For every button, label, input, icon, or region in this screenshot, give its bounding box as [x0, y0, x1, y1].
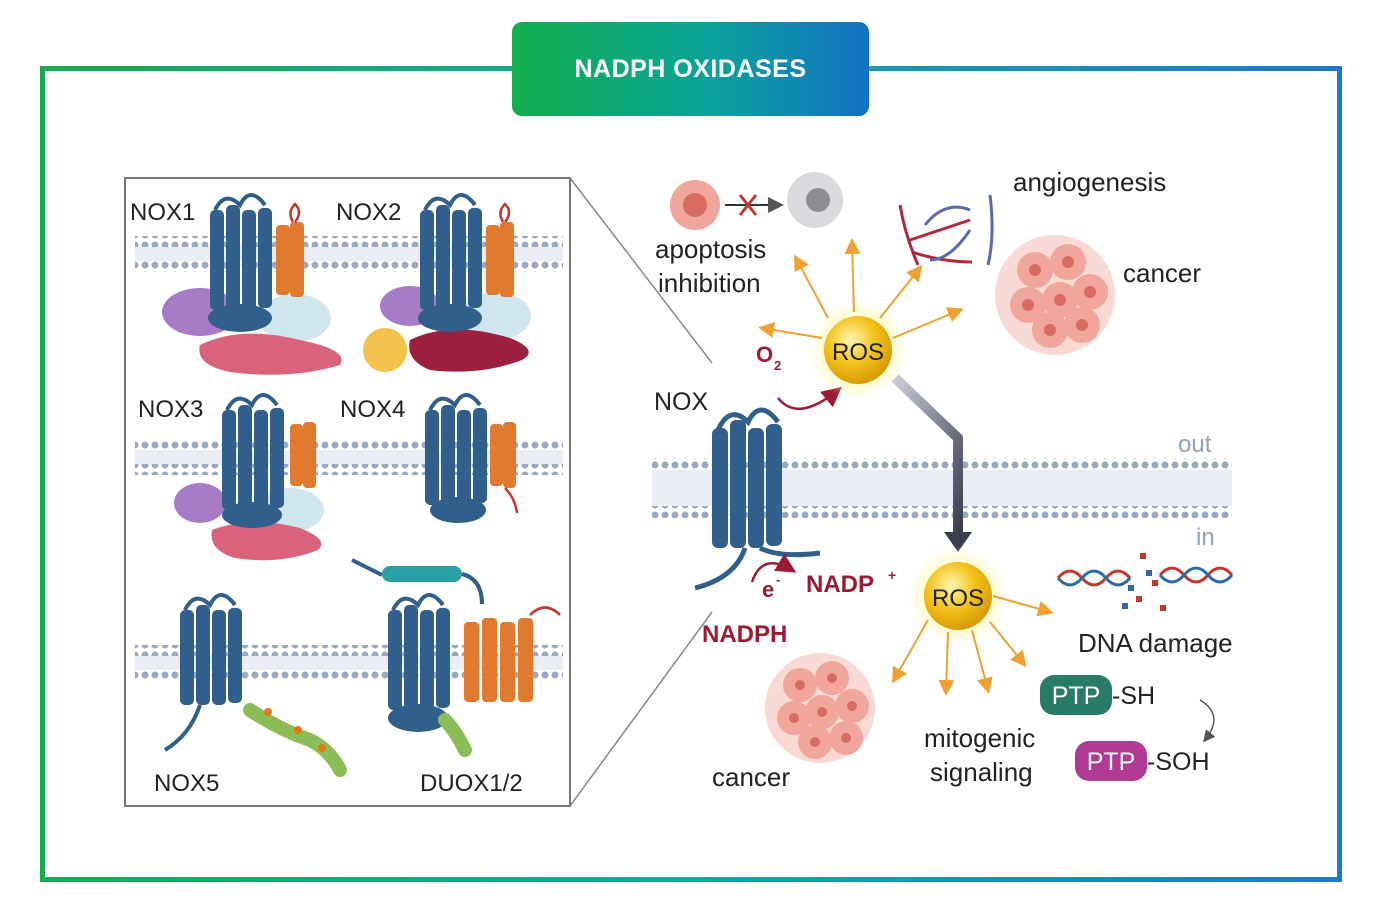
electron-label: e: [762, 577, 774, 602]
ros-top-label: ROS: [832, 339, 884, 366]
zoom-line-top: [569, 177, 713, 364]
duox-complex: [351, 558, 561, 757]
nadp-superscript: +: [888, 567, 896, 583]
ptp-oxidation-arrow: [1199, 699, 1216, 743]
nox2-label: NOX2: [336, 199, 401, 226]
apoptosis-label-line2: inhibition: [658, 268, 761, 298]
dna-damage-icon: [1056, 553, 1234, 611]
sh-label: -SH: [1112, 682, 1155, 710]
nox-label: NOX: [654, 388, 709, 416]
o2-label: O: [756, 342, 773, 367]
ros-top-rays: [758, 238, 964, 339]
apoptosis-label-line1: apoptosis: [655, 234, 766, 264]
out-label: out: [1178, 431, 1212, 458]
nox5-label: NOX5: [154, 770, 219, 797]
nadph-label: NADPH: [702, 621, 787, 648]
dna-damage-label: DNA damage: [1078, 628, 1233, 658]
ptp-sh-badge-label: PTP: [1052, 682, 1101, 710]
nadp-label: NADP: [806, 571, 874, 598]
nox1-label: NOX1: [130, 199, 195, 226]
nadph-to-nadp-arrow: [750, 553, 797, 583]
apoptosis-icon: [670, 172, 843, 230]
nox1-complex: [162, 193, 342, 375]
cancer-top-icon: [995, 235, 1115, 355]
mitogenic-label-line2: signaling: [930, 757, 1033, 787]
title-badge: NADPH OXIDASES: [512, 22, 869, 116]
o2-to-ros-arrow: [777, 386, 842, 411]
electron-superscript: -: [776, 572, 780, 587]
angiogenesis-icon: [898, 194, 994, 266]
soh-label: -SOH: [1147, 748, 1210, 776]
mitogenic-label-line1: mitogenic: [924, 723, 1035, 753]
ros-bottom: [908, 546, 1008, 646]
in-label: in: [1196, 524, 1215, 551]
nox3-label: NOX3: [138, 396, 203, 423]
cancer-top-label: cancer: [1123, 258, 1201, 288]
ptp-soh-badge-label: PTP: [1087, 748, 1136, 776]
zoom-line-bottom: [569, 611, 713, 807]
nox5-complex: [163, 593, 347, 777]
nox3-complex: [174, 393, 324, 561]
ptp-sh-badge: [1040, 675, 1112, 715]
cancer-bottom-icon: [765, 653, 875, 763]
o2-subscript: 2: [774, 358, 781, 373]
main-nox-protein: [694, 407, 821, 591]
ros-bottom-rays: [892, 595, 1054, 696]
ptp-soh-badge: [1075, 741, 1147, 781]
nox4-label: NOX4: [340, 396, 405, 423]
cancer-bottom-label: cancer: [712, 762, 790, 792]
inset-panel: NOX1 NOX2 NOX3 NOX4 NOX5 DUOX1/2: [124, 177, 571, 807]
nox4-complex: [425, 393, 519, 523]
ros-transport-arrow: [891, 374, 972, 552]
nox2-complex: [363, 193, 531, 372]
ros-top: [808, 300, 908, 400]
ros-bottom-label: ROS: [932, 585, 984, 612]
duox-label: DUOX1/2: [420, 770, 523, 797]
angiogenesis-label: angiogenesis: [1013, 167, 1166, 197]
